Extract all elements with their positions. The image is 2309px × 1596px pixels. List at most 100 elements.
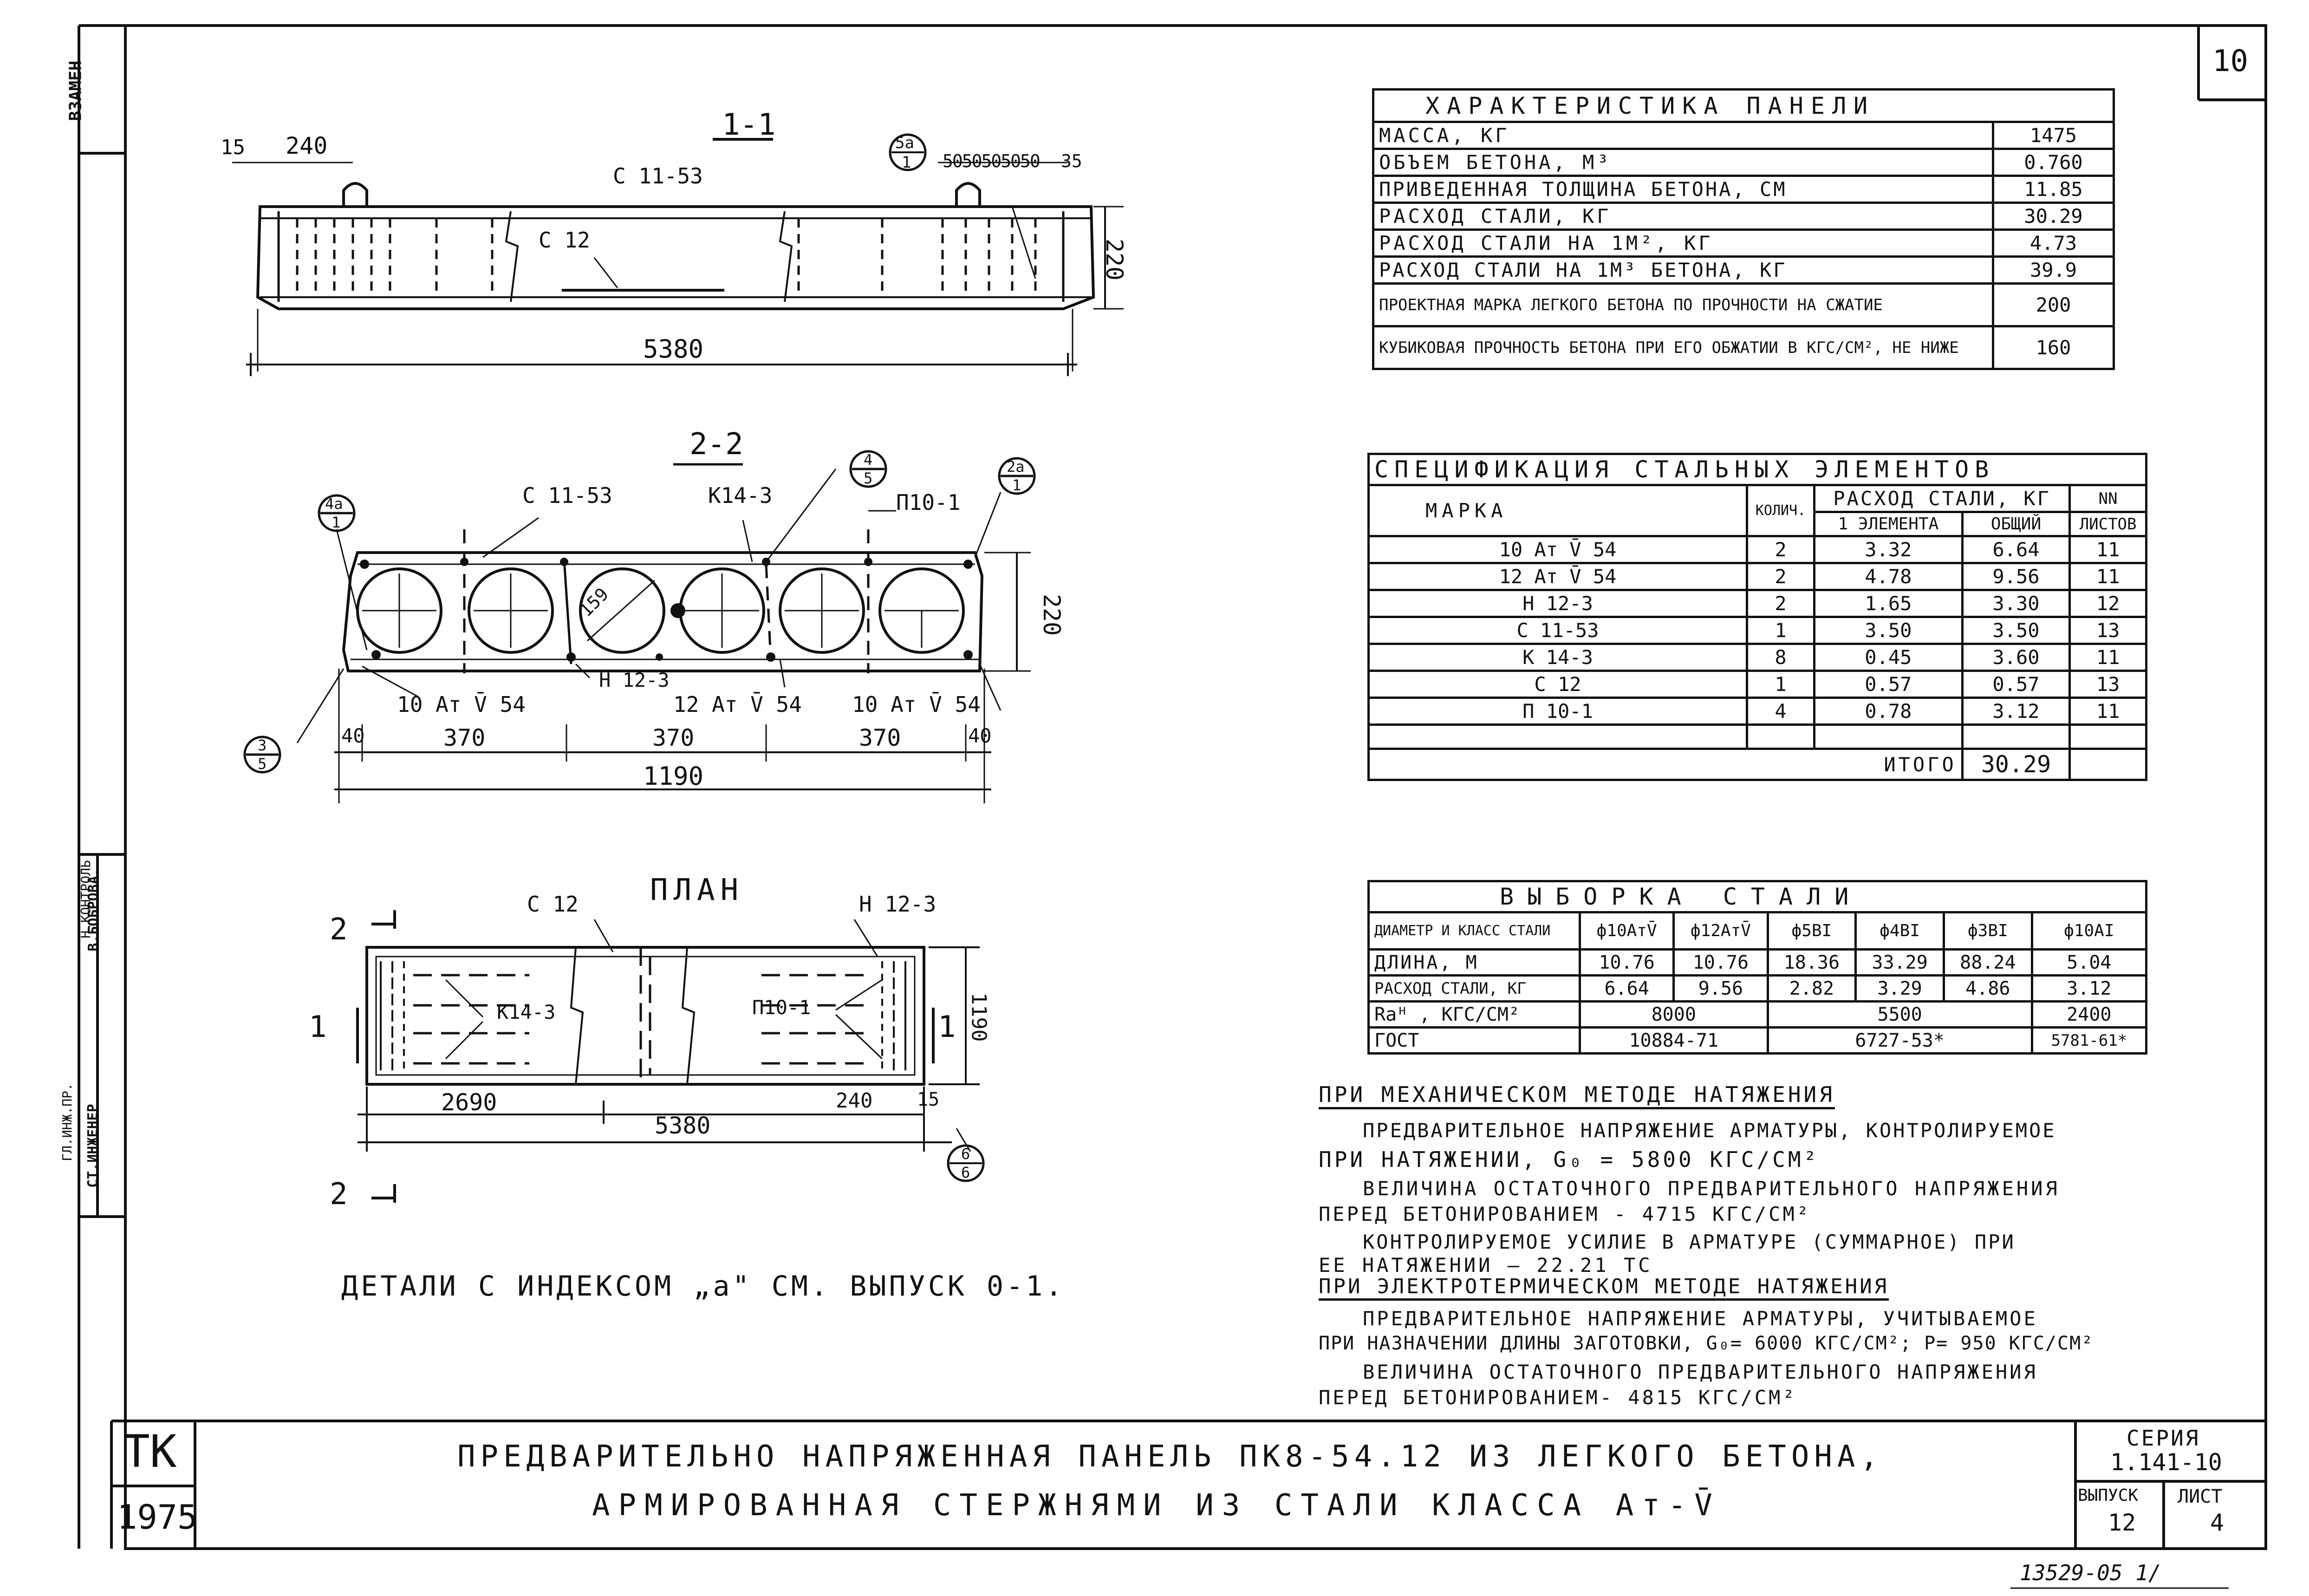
spec-sheet: 12: [2068, 589, 2147, 618]
sheet-label: ЛИСТ: [2178, 1486, 2223, 1507]
steel-length: 5.04: [2030, 948, 2148, 977]
steel-length: 10.76: [1578, 948, 1675, 977]
spec-total: 3.50: [1961, 616, 2071, 645]
steel-mass: 9.56: [1672, 974, 1769, 1003]
spec-one: 0.45: [1813, 643, 1964, 672]
label-c12: С 12: [539, 228, 590, 253]
callout-2a-bottom: 1: [1012, 476, 1021, 494]
spec-header-qty: КОЛИЧ.: [1746, 484, 1815, 537]
spec-qty: 4: [1746, 697, 1815, 726]
plan-callout-bottom: 6: [961, 1164, 970, 1181]
label-bar-right: 10 Ат V̄ 54: [852, 692, 981, 717]
note-mech-1b: ПРИ НАТЯЖЕНИИ, G₀ = 5800 КГС/СМ²: [1319, 1147, 1820, 1172]
label-2-2-c11-53: С 11-53: [522, 483, 612, 508]
spec-qty: 8: [1746, 643, 1815, 672]
spec-header-mark: МАРКА: [1367, 484, 1748, 537]
steel-mass: 6.64: [1578, 974, 1675, 1003]
footer-code: 13529-05 1/: [2020, 1560, 2161, 1585]
char-value: 160: [1992, 325, 2115, 370]
sheet-number: 10: [2212, 44, 2249, 78]
spec-qty: 1: [1746, 670, 1815, 699]
steel-ra-label: Rаᴴ , КГС/СМ²: [1367, 1000, 1581, 1029]
spec-header-consumption: РАСХОД СТАЛИ, КГ: [1813, 484, 2071, 513]
title-line-1: ПРЕДВАРИТЕЛЬНО НАПРЯЖЕННАЯ ПАНЕЛЬ ПК8-54…: [457, 1440, 1883, 1474]
spec-mark: С 11-53: [1367, 616, 1748, 645]
spec-header-total: ОБЩИЙ: [1961, 511, 2071, 537]
callout-4-top: 4: [864, 451, 873, 469]
dim-5380: 5380: [643, 334, 704, 364]
specification-table: СПЕЦИФИКАЦИЯ СТАЛЬНЫХ ЭЛЕМЕНТОВ МАРКА КО…: [1367, 453, 2147, 781]
label-2-2-k14-3: К14-3: [708, 483, 773, 508]
spec-one: 3.32: [1813, 535, 1964, 564]
plan-title: ПЛАН: [650, 873, 744, 907]
steel-ra: 2400: [2030, 1000, 2148, 1029]
plan-label-k14-3: К14-3: [497, 1001, 556, 1023]
title-block-year: 1975: [117, 1498, 198, 1537]
note-elec-1b: ПРИ НАЗНАЧЕНИИ ДЛИНЫ ЗАГОТОВКИ, G₀= 6000…: [1319, 1333, 2094, 1354]
note-mech-title: ПРИ МЕХАНИЧЕСКОМ МЕТОДЕ НАТЯЖЕНИЯ: [1319, 1082, 1835, 1109]
spec-total: 9.56: [1961, 562, 2071, 591]
dim-35: 35: [1061, 151, 1082, 171]
callout-2a-top: 2а: [1007, 458, 1025, 476]
steel-gost: 6727-53*: [1766, 1026, 2033, 1055]
char-label: РАСХОД СТАЛИ НА 1М², КГ: [1372, 228, 1994, 258]
spec-total: 3.60: [1961, 643, 2071, 672]
dim-2-2-1190: 1190: [643, 762, 704, 791]
label-c11-53: С 11-53: [613, 163, 703, 189]
dim-50-series: 5050505050: [943, 151, 1041, 171]
spec-mark: 12 Ат V̄ 54: [1367, 562, 1748, 591]
steel-col: ф5ВI: [1766, 911, 1857, 951]
spec-mark: П 10-1: [1367, 697, 1748, 726]
note-elec-2a: ВЕЛИЧИНА ОСТАТОЧНОГО ПРЕДВАРИТЕЛЬНОГО НА…: [1363, 1361, 2038, 1383]
dim-2-2-370b: 370: [652, 724, 695, 751]
steel-header-label: ДИАМЕТР И КЛАСС СТАЛИ: [1367, 911, 1581, 951]
steel-selection-table: ВЫБОРКА СТАЛИ ДИАМЕТР И КЛАСС СТАЛИ ф10А…: [1367, 880, 2148, 1055]
section-1-1-title: 1-1: [722, 108, 776, 142]
plan-dim-15: 15: [917, 1089, 940, 1110]
title-line-2: АРМИРОВАННАЯ СТЕРЖНЯМИ ИЗ СТАЛИ КЛАССА А…: [592, 1488, 1721, 1523]
callout-5a-top: 5а: [895, 134, 914, 152]
section-2-2-title: 2-2: [689, 427, 743, 462]
char-label: КУБИКОВАЯ ПРОЧНОСТЬ БЕТОНА ПРИ ЕГО ОБЖАТ…: [1372, 325, 1994, 370]
plan-cut-1-left: 1: [309, 1010, 327, 1044]
plan-cut-2-top: 2: [330, 912, 348, 947]
char-value: 39.9: [1992, 255, 2115, 285]
steel-length: 18.36: [1766, 948, 1857, 977]
spec-total: 3.30: [1961, 589, 2071, 618]
series-label: СЕРИЯ: [2127, 1426, 2200, 1451]
spec-mark: 10 Ат V̄ 54: [1367, 535, 1748, 564]
steel-mass: 3.12: [2030, 974, 2148, 1003]
char-value: 30.29: [1992, 202, 2115, 231]
callout-3-bottom: 5: [258, 755, 267, 773]
steel-length: 88.24: [1942, 948, 2033, 977]
spec-title: СПЕЦИФИКАЦИЯ СТАЛЬНЫХ ЭЛЕМЕНТОВ: [1367, 453, 2147, 486]
label-bar-left: 10 Ат V̄ 54: [397, 692, 526, 717]
steel-mass: 4.86: [1942, 974, 2033, 1003]
steel-mass: 3.29: [1854, 974, 1945, 1003]
char-label: ПРОЕКТНАЯ МАРКА ЛЕГКОГО БЕТОНА ПО ПРОЧНО…: [1372, 282, 1994, 327]
spec-qty: 2: [1746, 589, 1815, 618]
spec-one: 4.78: [1813, 562, 1964, 591]
spec-one: 1.65: [1813, 589, 1964, 618]
note-mech-2a: ВЕЛИЧИНА ОСТАТОЧНОГО ПРЕДВАРИТЕЛЬНОГО НА…: [1363, 1177, 2060, 1200]
steel-mass: 2.82: [1766, 974, 1857, 1003]
label-bar-mid: 12 Ат V̄ 54: [673, 692, 802, 717]
spec-sheet: 13: [2068, 616, 2147, 645]
spec-total-label: ИТОГО: [1367, 748, 1964, 781]
spec-total-value: 30.29: [1961, 748, 2071, 781]
note-elec-title: ПРИ ЭЛЕКТРОТЕРМИЧЕСКОМ МЕТОДЕ НАТЯЖЕНИЯ: [1319, 1275, 1889, 1301]
steel-col: ф10АтV̄: [1578, 911, 1675, 951]
spec-mark: Н 12-3: [1367, 589, 1748, 618]
plan-label-p10-1: П10-1: [752, 996, 811, 1019]
char-label: РАСХОД СТАЛИ НА 1М³ БЕТОНА, КГ: [1372, 255, 1994, 285]
spec-sheet: 13: [2068, 670, 2147, 699]
spec-one: 3.50: [1813, 616, 1964, 645]
label-2-2-h12-3: Н 12-3: [599, 669, 670, 691]
details-note: ДЕТАЛИ С ИНДЕКСОМ „а" СМ. ВЫПУСК 0-1.: [341, 1270, 1065, 1303]
spec-qty: 2: [1746, 562, 1815, 591]
spec-total: 3.12: [1961, 697, 2071, 726]
spec-one: 0.57: [1813, 670, 1964, 699]
